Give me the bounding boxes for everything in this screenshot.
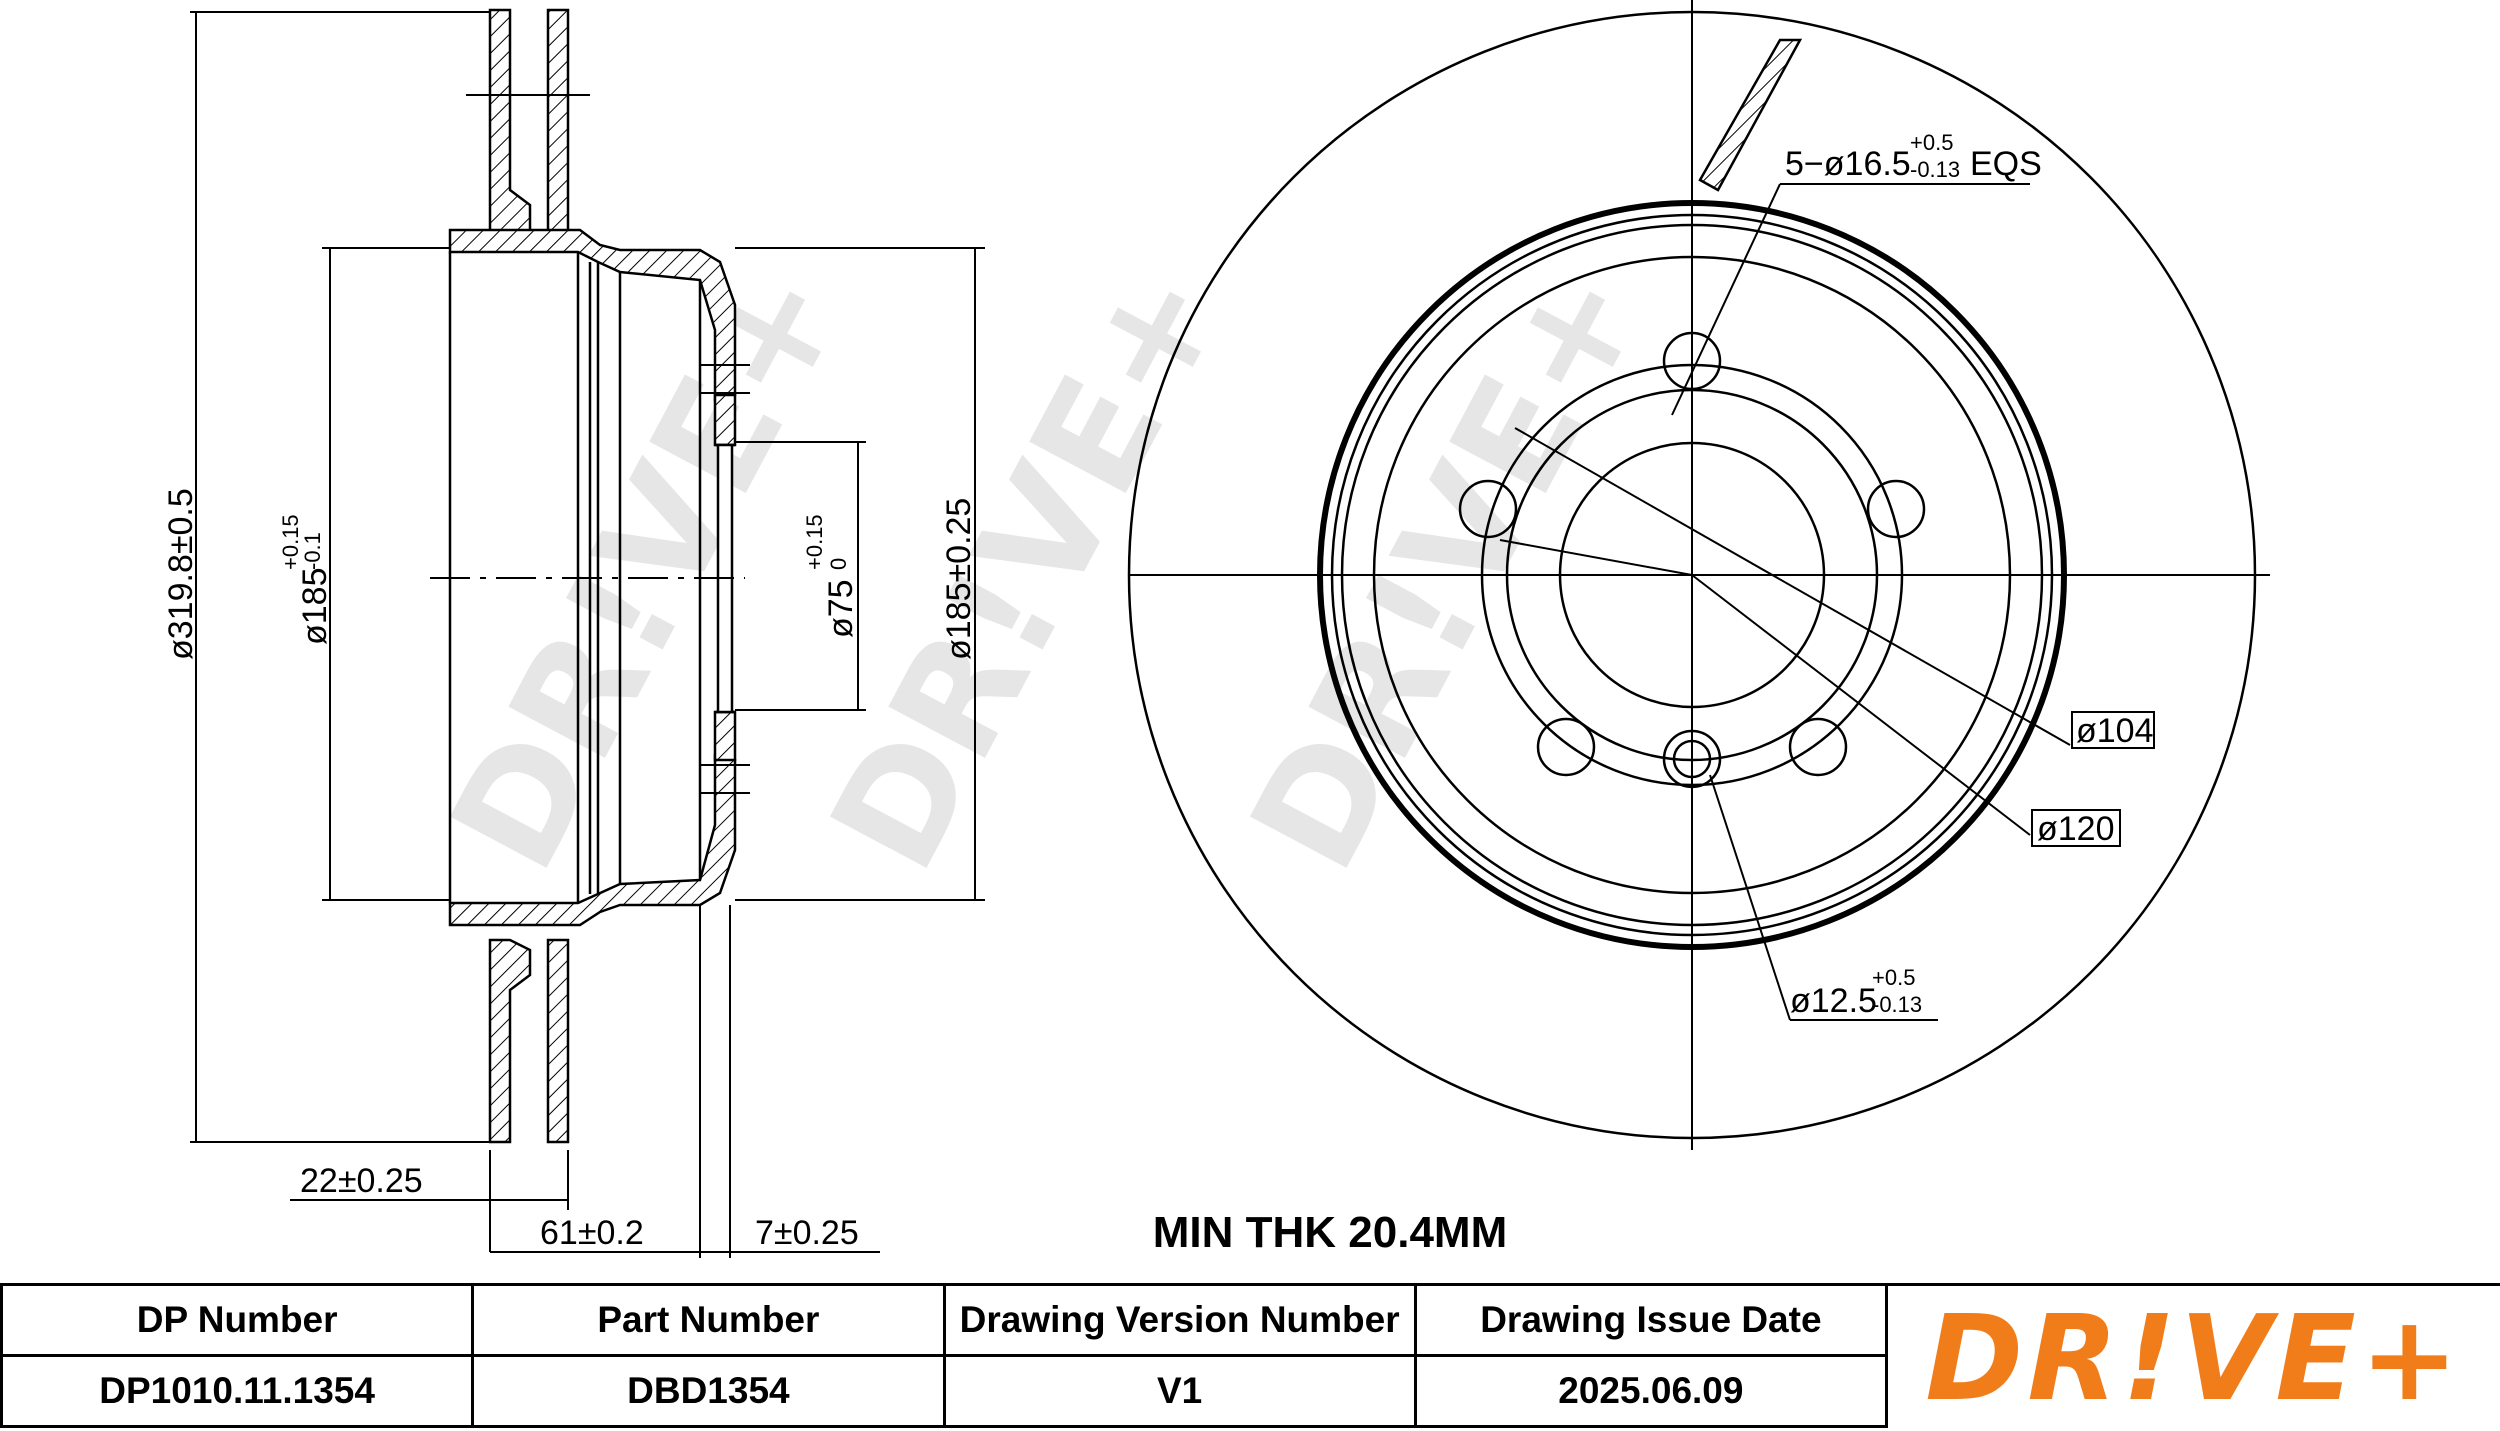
vent-slot xyxy=(1698,38,1803,192)
watermark-group: DR!VE+ DR!VE+ DR!VE+ xyxy=(418,239,1678,897)
small-hole-label: ø12.5 xyxy=(1790,982,1877,1020)
header-issue-date: Drawing Issue Date xyxy=(1413,1283,1889,1357)
header-dp-number: DP Number xyxy=(0,1283,475,1357)
title-block: DP Number Part Number Drawing Version Nu… xyxy=(0,1283,1889,1428)
pcd-outer-label: ø120 xyxy=(2037,810,2115,848)
pcd-outer-box xyxy=(2031,809,2121,847)
hat-diameter-tol-lower: -0.1 xyxy=(300,532,325,570)
hat-diameter-label: ø185 xyxy=(296,568,334,646)
lower-inner-plate xyxy=(546,938,570,1144)
technical-drawing: DR!VE+ DR!VE+ DR!VE+ xyxy=(162,0,2270,1258)
bolt-hole-2 xyxy=(1866,479,1926,539)
lower-outer-plate xyxy=(488,938,532,1144)
height-label: 61±0.2 xyxy=(540,1214,644,1252)
header-part-number: Part Number xyxy=(471,1283,946,1357)
title-block-value-row: DP1010.11.1354 DBD1354 V1 2025.06.09 xyxy=(0,1354,1889,1428)
header-drawing-version: Drawing Version Number xyxy=(942,1283,1417,1357)
upper-inner-plate xyxy=(546,8,570,242)
front-dim-labels: 5−ø16.5 +0.5 -0.13 EQS ø104 ø120 ø12.5 +… xyxy=(1785,130,2155,1021)
bolt-hole-suffix: EQS xyxy=(1970,145,2042,183)
value-dp-number: DP1010.11.1354 xyxy=(0,1354,475,1428)
pcd-inner-label: ø104 xyxy=(2076,712,2154,750)
logo-box: DR!VE+ xyxy=(1888,1283,2500,1428)
section-dim-labels: ø319.8±0.5 ø185 +0.15 -0.1 ø75 +0.15 0 ø… xyxy=(162,488,978,1252)
value-issue-date: 2025.06.09 xyxy=(1413,1354,1889,1428)
center-bore-tol-upper: +0.15 xyxy=(802,514,827,570)
small-hole-tol-upper: +0.5 xyxy=(1872,965,1915,990)
hat-thickness-label: 7±0.25 xyxy=(755,1214,859,1252)
value-drawing-version: V1 xyxy=(942,1354,1417,1428)
center-bore-label: ø75 xyxy=(822,579,860,638)
outer-diameter-label: ø319.8±0.5 xyxy=(162,488,200,660)
bolt-hole-label: 5−ø16.5 xyxy=(1785,145,1911,183)
min-thickness-note: MIN THK 20.4MM xyxy=(1152,1208,1508,1257)
pcd-inner-box xyxy=(2071,711,2155,749)
brand-logo: DR!VE+ xyxy=(1925,1289,2463,1427)
value-part-number: DBD1354 xyxy=(471,1354,946,1428)
bolt-hole-tol-upper: +0.5 xyxy=(1910,130,1953,155)
center-bore-tol-lower: 0 xyxy=(826,558,851,570)
thickness-label: 22±0.25 xyxy=(300,1162,423,1200)
bolt-hole-4 xyxy=(1536,717,1596,777)
watermark-3: DR!VE+ xyxy=(1218,239,1678,897)
bolt-hole-5 xyxy=(1458,479,1518,539)
front-view xyxy=(1127,0,2270,1150)
section-view xyxy=(430,8,750,1144)
bolt-hole-tol-lower: -0.13 xyxy=(1910,157,1960,182)
section-dimensions xyxy=(190,11,985,1258)
upper-outer-plate xyxy=(488,8,532,242)
hat-diameter-tol-upper: +0.15 xyxy=(278,514,303,570)
hat-diameter-right-label: ø185±0.25 xyxy=(940,498,978,660)
title-block-header-row: DP Number Part Number Drawing Version Nu… xyxy=(0,1283,1889,1357)
small-hole-tol-lower: -0.13 xyxy=(1872,992,1922,1017)
bolt-hole-3 xyxy=(1788,717,1848,777)
